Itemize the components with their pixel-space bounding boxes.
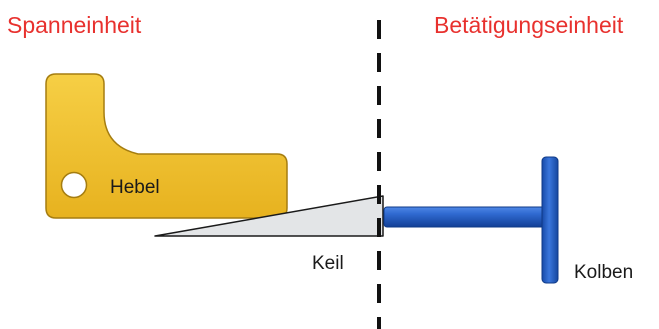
wedge-shape <box>154 195 384 237</box>
piston-head <box>541 156 559 284</box>
spanneinheit-heading: Spanneinheit <box>7 12 142 38</box>
kolben-label: Kolben <box>574 262 634 283</box>
hebel-label: Hebel <box>110 177 160 198</box>
lever-body <box>45 73 288 219</box>
keil-label: Keil <box>312 253 344 274</box>
betaetigungseinheit-heading: Betätigungseinheit <box>434 12 624 38</box>
lever-pivot-hole <box>60 171 88 199</box>
piston-rod <box>383 206 548 228</box>
